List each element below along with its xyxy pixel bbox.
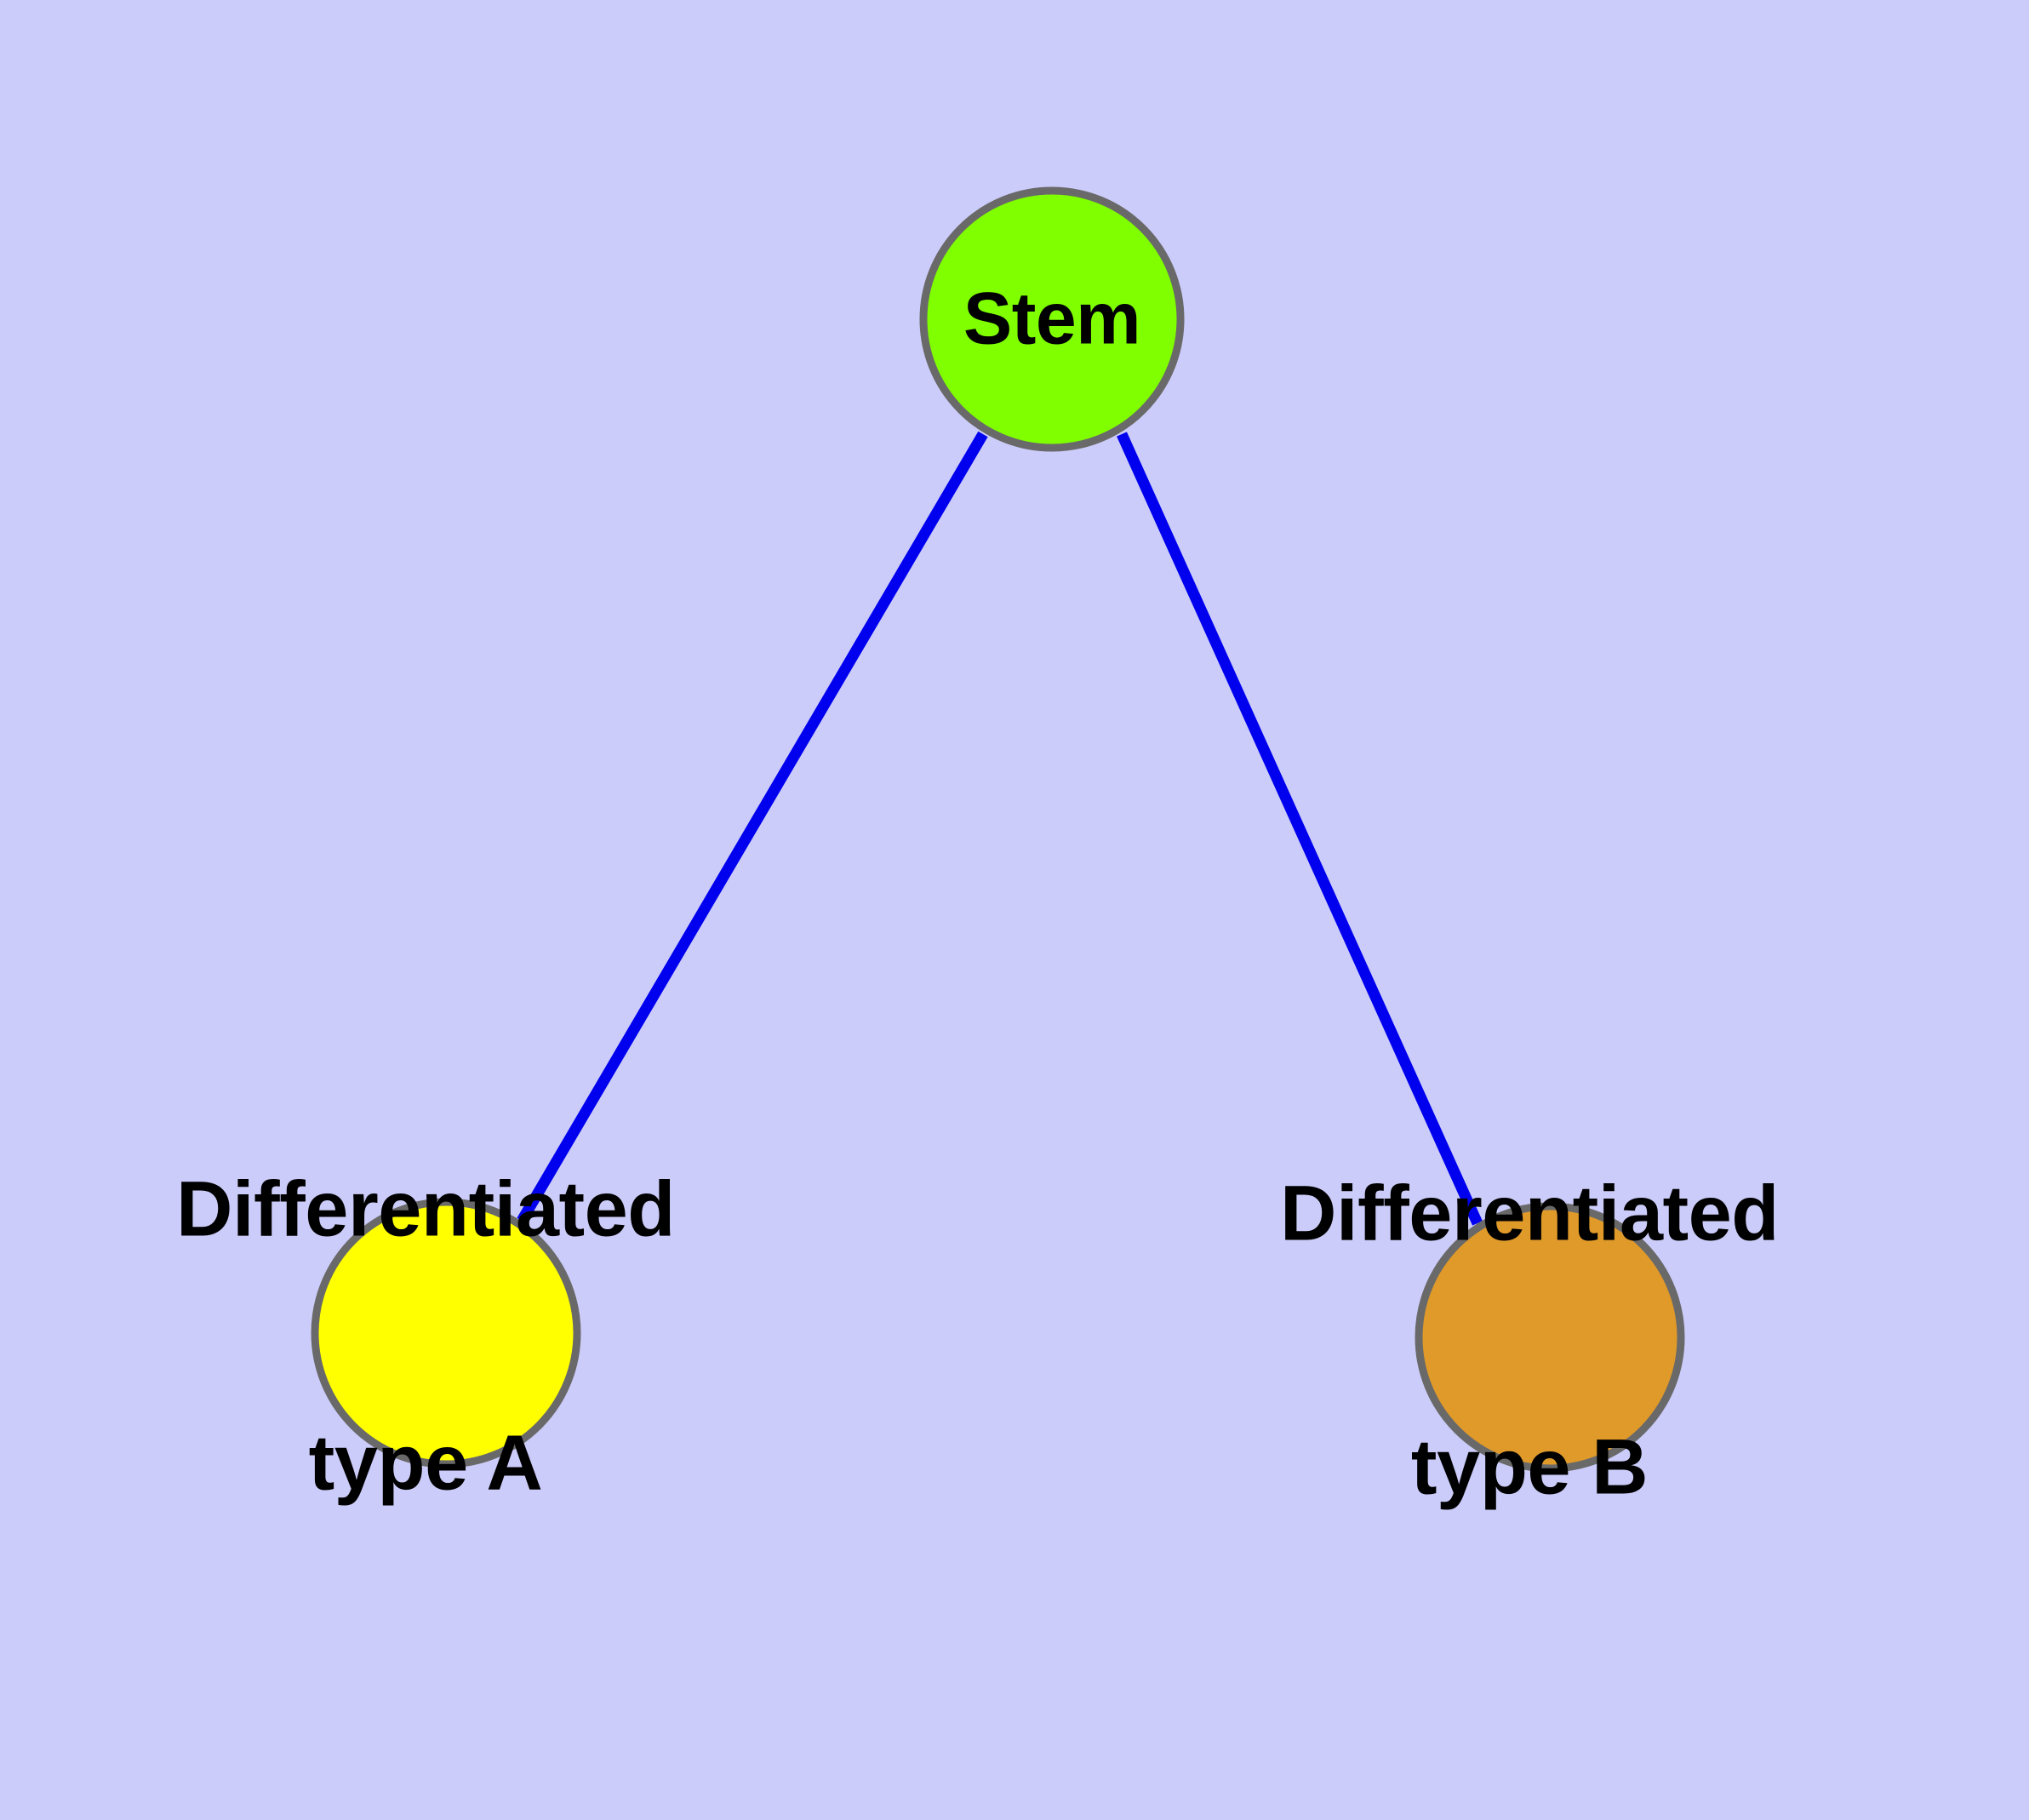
node-group	[311, 186, 1685, 1473]
node-differentiated-type-a[interactable]	[311, 1198, 581, 1468]
edge-stem-to-differentiated-type-b[interactable]	[1117, 432, 1483, 1226]
node-differentiated-type-b[interactable]	[1415, 1202, 1685, 1473]
edge-stem-to-differentiated-type-a[interactable]	[517, 431, 988, 1224]
edge-group	[517, 431, 1483, 1226]
node-stem[interactable]	[919, 186, 1185, 452]
